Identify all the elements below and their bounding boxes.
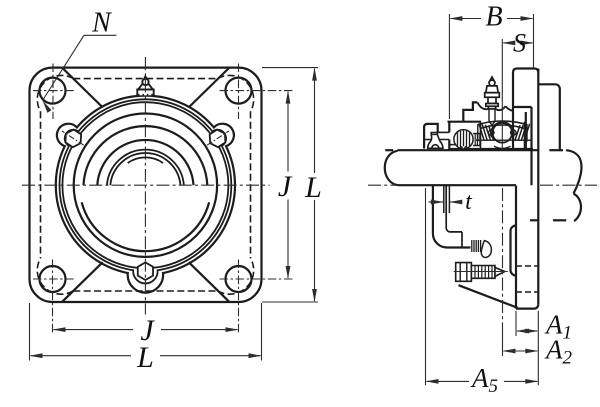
svg-text:N: N [91,8,112,39]
svg-text:B: B [485,2,502,33]
svg-text:t: t [465,189,473,215]
svg-text:L: L [304,171,322,204]
svg-text:J: J [140,314,155,347]
svg-text:S: S [513,29,526,58]
svg-text:J: J [278,170,293,203]
svg-text:A1: A1 [544,310,572,344]
svg-text:L: L [136,341,154,374]
